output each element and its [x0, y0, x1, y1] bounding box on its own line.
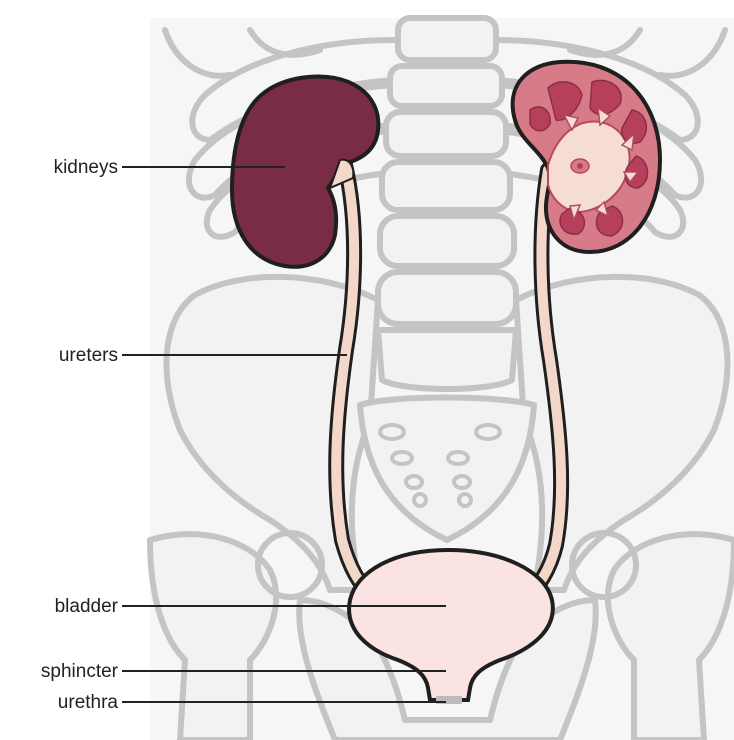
- label-kidneys: kidneys: [0, 158, 118, 177]
- femur-right: [608, 534, 734, 740]
- spine: [378, 18, 516, 389]
- label-bladder: bladder: [0, 597, 118, 616]
- sacrum: [360, 398, 534, 541]
- label-ureters: ureters: [0, 346, 118, 365]
- label-urethra: urethra: [0, 693, 118, 712]
- label-sphincter: sphincter: [0, 662, 118, 681]
